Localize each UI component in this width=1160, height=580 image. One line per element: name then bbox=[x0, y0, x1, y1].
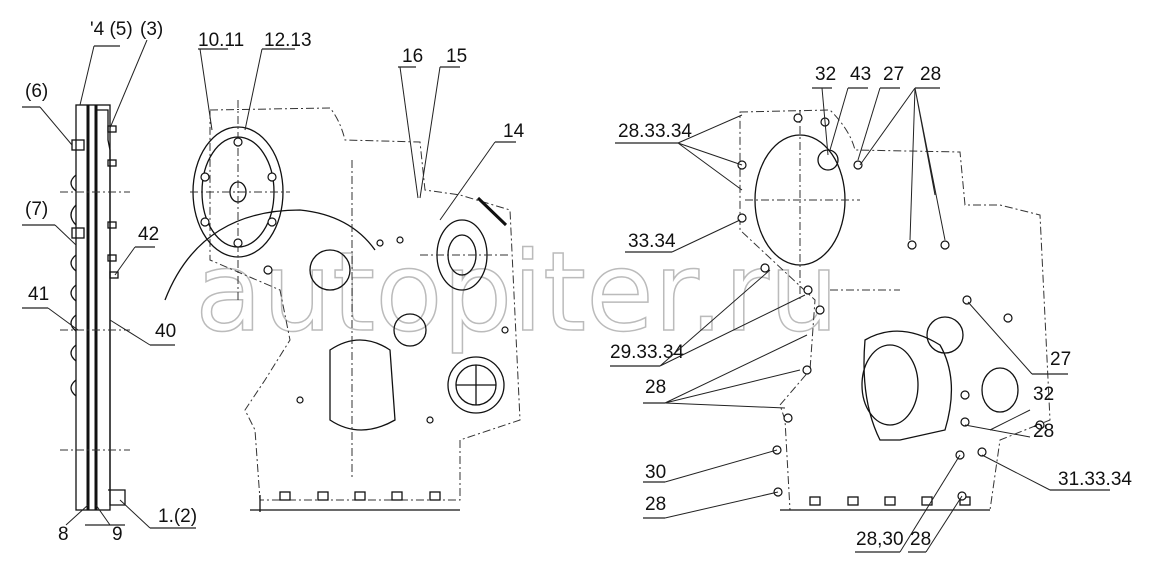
label-27-right: 27 bbox=[1050, 349, 1071, 370]
label-33-34: 33.34 bbox=[628, 231, 676, 252]
label-10-11: 10.11 bbox=[198, 30, 244, 51]
label-30: 30 bbox=[645, 462, 666, 483]
label-15: 15 bbox=[446, 46, 467, 67]
middle-labels: 10.11 12.13 16 15 14 bbox=[198, 30, 525, 221]
label-32-right: 32 bbox=[1033, 384, 1054, 405]
label-3: (3) bbox=[140, 19, 163, 40]
left-labels: '4 (5) (3) (6) (7) 42 41 40 8 9 1.(2) bbox=[22, 19, 197, 545]
label-27-top: 27 bbox=[883, 64, 904, 85]
right-labels: 32 43 27 28 28.33.34 33.34 29.33.34 28 2… bbox=[610, 64, 1132, 553]
label-42: 42 bbox=[138, 224, 159, 245]
label-28-bottom-left: 28 bbox=[645, 494, 666, 515]
label-28-30: 28,30 bbox=[856, 529, 904, 550]
label-6: (6) bbox=[25, 81, 48, 102]
label-28-top: 28 bbox=[920, 64, 941, 85]
label-1-2: 1.(2) bbox=[158, 506, 197, 527]
side-view-cover bbox=[60, 104, 130, 511]
label-31-33-34: 31.33.34 bbox=[1058, 469, 1132, 490]
label-12-13: 12.13 bbox=[264, 30, 312, 51]
watermark: autopiter.ru bbox=[195, 228, 839, 356]
label-32-top: 32 bbox=[815, 64, 836, 85]
label-28-bottom: 28 bbox=[910, 529, 931, 550]
label-14: 14 bbox=[503, 121, 525, 142]
label-28-33-34: 28.33.34 bbox=[618, 121, 692, 142]
label-28-right: 28 bbox=[1033, 421, 1054, 442]
label-4-5: '4 (5) bbox=[90, 19, 133, 40]
label-29-33-34: 29.33.34 bbox=[610, 342, 684, 363]
label-7: (7) bbox=[25, 199, 48, 220]
label-16: 16 bbox=[402, 46, 423, 67]
label-8: 8 bbox=[58, 524, 69, 545]
front-view-cover bbox=[164, 100, 521, 512]
label-28-mid: 28 bbox=[645, 377, 666, 398]
label-43: 43 bbox=[850, 64, 871, 85]
label-41: 41 bbox=[28, 284, 49, 305]
label-9: 9 bbox=[112, 524, 123, 545]
label-40: 40 bbox=[155, 321, 176, 342]
